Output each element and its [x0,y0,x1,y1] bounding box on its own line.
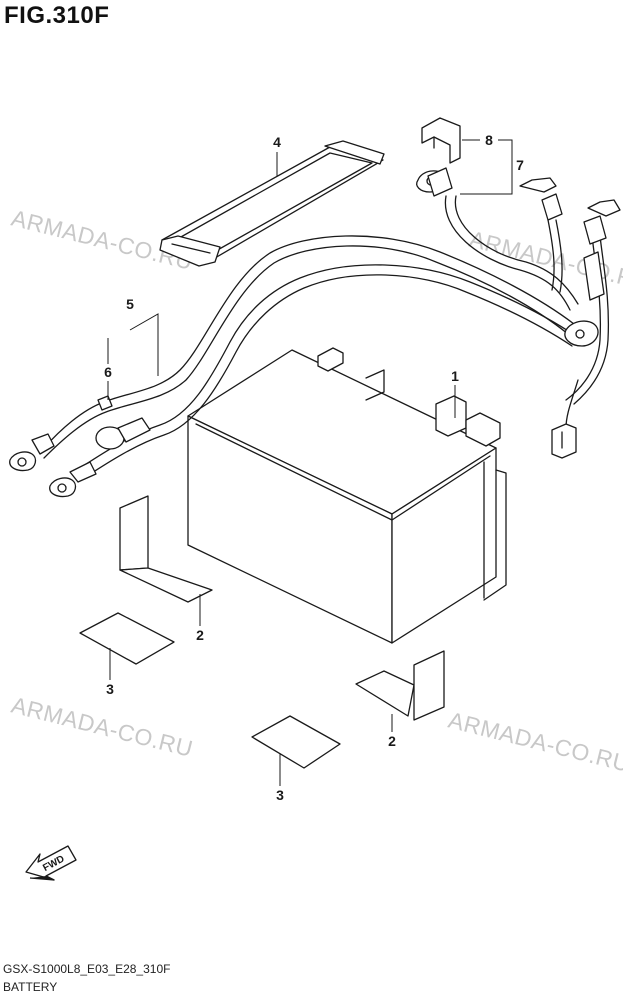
callout-harness: 7 [516,157,524,173]
forward-arrow-icon: FWD [25,845,77,881]
callout-cap-minus: 6 [104,364,112,380]
figure-title: FIG.310F [4,2,110,29]
callout-cap-plus: 8 [485,132,493,148]
callout-pad-right: 3 [276,787,284,803]
positive-lead-harness [416,117,621,459]
callout-pad-left: 3 [106,681,114,697]
figure-code: GSX-S1000L8_E03_E28_310F [3,962,171,976]
battery-band [159,140,385,267]
callout-spacer-left: 2 [196,627,204,643]
battery [187,347,507,644]
callout-band: 4 [273,134,281,150]
leader-lines [107,139,513,786]
callout-labels: 1 2 2 3 3 4 5 6 7 8 [104,132,524,803]
battery-lead-set [9,235,599,498]
spacer-left [119,495,213,603]
callout-battery: 1 [451,368,459,384]
figure-caption: BATTERY [3,980,58,994]
pad-left [79,612,175,665]
watermark-5: ARMADA-CO.RU [446,707,623,777]
watermark-4: ARMADA-CO.RU [9,692,196,762]
spacer-right [355,650,445,721]
callout-lead-set: 5 [126,296,134,312]
callout-spacer-right: 2 [388,733,396,749]
pad-right [251,715,341,769]
